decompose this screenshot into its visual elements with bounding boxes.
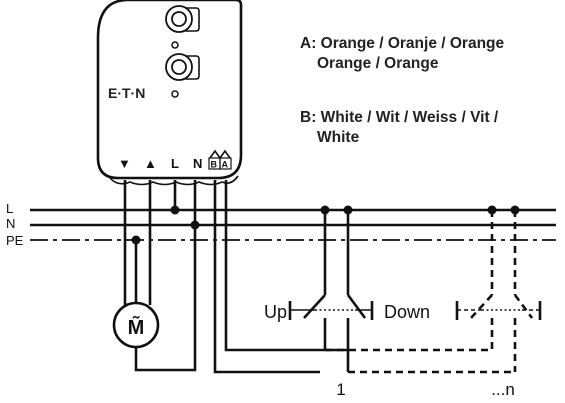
switch-number-last: ...n (491, 380, 515, 399)
legend-a-line2: Orange / Orange (317, 55, 439, 72)
legend-b-line2: White (317, 129, 360, 146)
color-legend: B: White / Wit / Weiss / Vit / White (300, 108, 498, 148)
brand-logo: E·T·N (108, 85, 145, 101)
device-module: E·T·N ▼ ▲ L N B A (96, 0, 243, 186)
switch-n (325, 205, 542, 374)
junction-dot (190, 220, 200, 230)
terminal-l-label: L (171, 156, 179, 171)
switch-number-first: 1 (336, 380, 345, 399)
switch-up-label: Up (264, 302, 287, 322)
terminal-n-label: N (193, 156, 202, 171)
push-button-icon (165, 53, 200, 81)
line-l-label: L (6, 201, 13, 216)
junction-dot (170, 205, 180, 215)
line-n-label: N (6, 216, 15, 231)
terminal-down-label: ▼ (118, 156, 131, 171)
terminal-a-label: A (222, 160, 229, 170)
terminal-b-label: B (211, 160, 218, 170)
line-pe-label: PE (6, 233, 24, 248)
terminal-ba-box: B A (208, 149, 232, 170)
motor-symbol: M̃ (128, 315, 145, 339)
legend-b-line1: B: White / Wit / Weiss / Vit / (300, 109, 499, 126)
indicator-led-icon (171, 41, 179, 49)
switch-1 (288, 205, 374, 372)
color-legend: A: Orange / Oranje / Orange Orange / Ora… (300, 34, 504, 74)
device-wires (123, 180, 348, 374)
terminal-up-label: ▲ (144, 156, 157, 171)
legend-a-line1: A: Orange / Oranje / Orange (300, 35, 505, 52)
switch-down-label: Down (384, 302, 430, 322)
motor-icon: M̃ (112, 301, 160, 349)
push-button-icon (165, 5, 200, 33)
junction-dot (131, 235, 141, 245)
indicator-led-icon (171, 90, 179, 98)
